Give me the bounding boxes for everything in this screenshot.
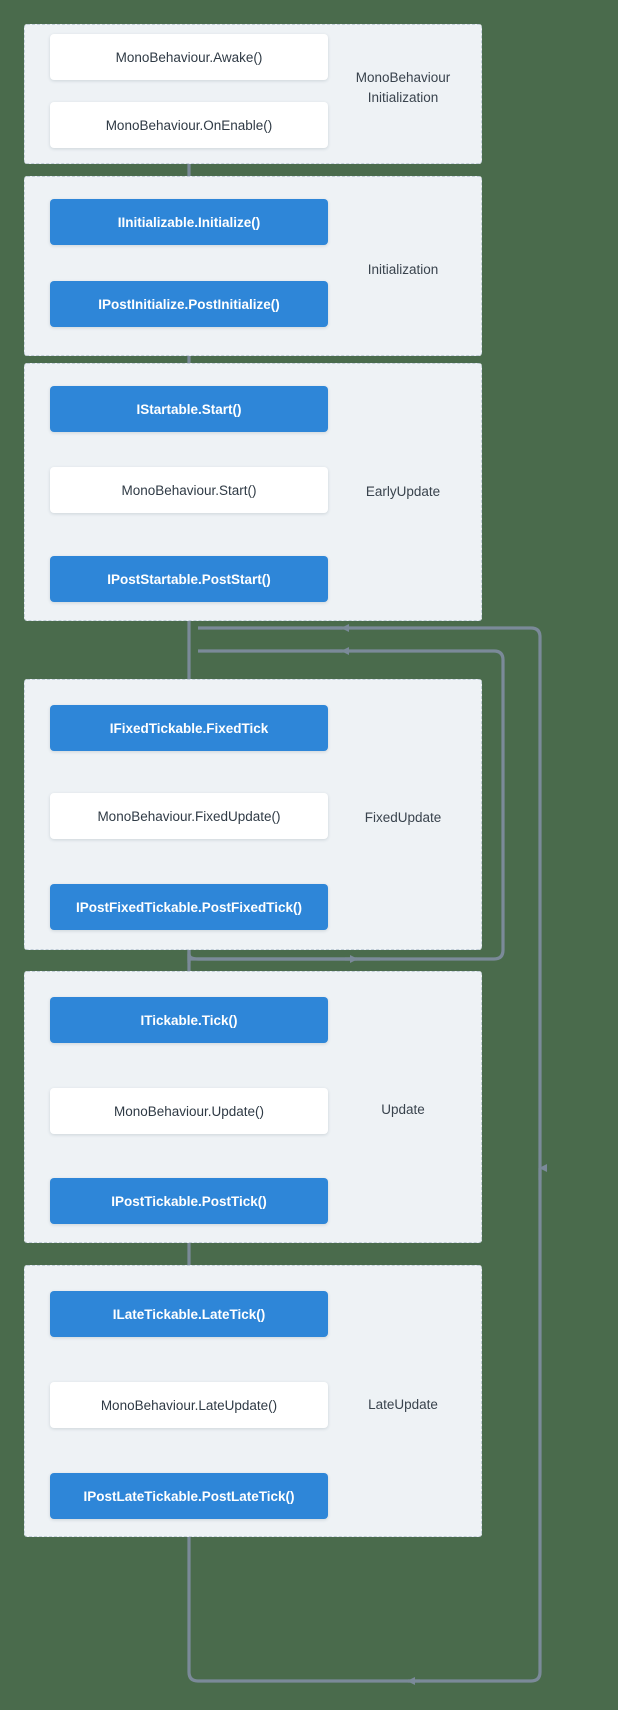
- section-label-update: Update: [381, 1102, 425, 1117]
- section-label-initialization: Initialization: [367, 262, 439, 277]
- node-monobehaviour-onenable[interactable]: MonoBehaviour.OnEnable(): [50, 102, 328, 148]
- section-label-fixed-update: FixedUpdate: [364, 810, 442, 825]
- node-monobehaviour-lateupdate[interactable]: MonoBehaviour.LateUpdate(): [50, 1382, 328, 1428]
- node-iposttickable-posttick[interactable]: IPostTickable.PostTick(): [50, 1178, 328, 1224]
- node-monobehaviour-start[interactable]: MonoBehaviour.Start(): [50, 467, 328, 513]
- node-istartable-start[interactable]: IStartable.Start(): [50, 386, 328, 432]
- node-monobehaviour-awake[interactable]: MonoBehaviour.Awake(): [50, 34, 328, 80]
- section-label-monobehaviour-initialization: MonoBehaviour Initialization: [355, 70, 451, 105]
- section-label-early-update: EarlyUpdate: [365, 484, 441, 499]
- node-iinitializable-initialize[interactable]: IInitializable.Initialize(): [50, 199, 328, 245]
- node-itickable-tick[interactable]: ITickable.Tick(): [50, 997, 328, 1043]
- node-ipoststartable-poststart[interactable]: IPostStartable.PostStart(): [50, 556, 328, 602]
- node-ilatetickable-latetick[interactable]: ILateTickable.LateTick(): [50, 1291, 328, 1337]
- section-label-late-update: LateUpdate: [368, 1397, 438, 1412]
- node-ipostinitialize-postinitialize[interactable]: IPostInitialize.PostInitialize(): [50, 281, 328, 327]
- node-monobehaviour-fixedupdate[interactable]: MonoBehaviour.FixedUpdate(): [50, 793, 328, 839]
- node-ipostlatetickable-postlatetick[interactable]: IPostLateTickable.PostLateTick(): [50, 1473, 328, 1519]
- node-monobehaviour-update[interactable]: MonoBehaviour.Update(): [50, 1088, 328, 1134]
- node-ipostfixedtickable-postfixedtick[interactable]: IPostFixedTickable.PostFixedTick(): [50, 884, 328, 930]
- node-ifixedtickable-fixedtick[interactable]: IFixedTickable.FixedTick: [50, 705, 328, 751]
